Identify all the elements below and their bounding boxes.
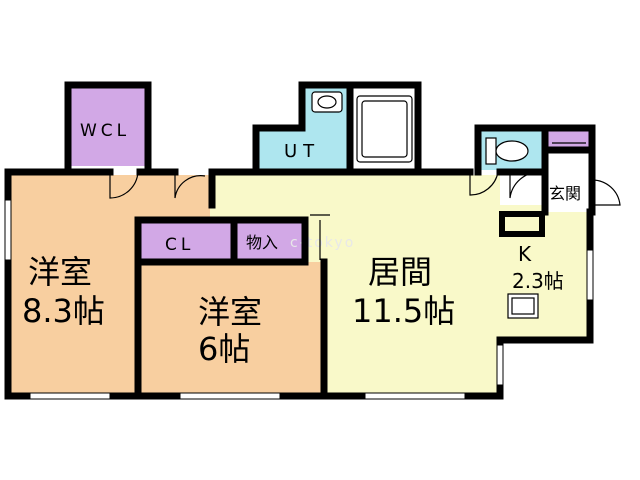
ut-label: UT: [284, 141, 320, 162]
wcl-label: WCL: [80, 121, 130, 141]
entrance-closet-floor: [546, 130, 590, 150]
kitchen-floor: [500, 232, 588, 338]
western-room-small-size: 6帖: [198, 330, 250, 368]
western-room-large-name: 洋室: [28, 253, 92, 291]
sliding-doors: [310, 214, 330, 390]
entrance-label: 玄関: [549, 184, 581, 203]
closet-label: CL: [165, 235, 194, 255]
toilet-icon: [485, 137, 529, 165]
living-room-size: 11.5帖: [352, 292, 455, 330]
western-room-small-floor: [140, 262, 324, 393]
living-room-name: 居間: [368, 253, 432, 291]
walk-in-closet-floor: [70, 88, 146, 166]
western-room-large-size: 8.3帖: [22, 292, 105, 330]
watermark-text: c-tokyo: [290, 235, 355, 251]
kitchen-size: 2.3帖: [512, 269, 564, 293]
utility-room-floor: [258, 128, 350, 170]
western-room-small-name: 洋室: [198, 293, 262, 331]
windows: [4, 199, 594, 400]
entrance-floor: [546, 150, 590, 212]
kitchen-name: K: [518, 242, 532, 266]
storage-floor: [234, 222, 302, 262]
fixtures: [311, 91, 586, 319]
door-swings: [109, 171, 621, 206]
storage-label: 物入: [246, 233, 278, 252]
closet-floor: [140, 222, 234, 262]
